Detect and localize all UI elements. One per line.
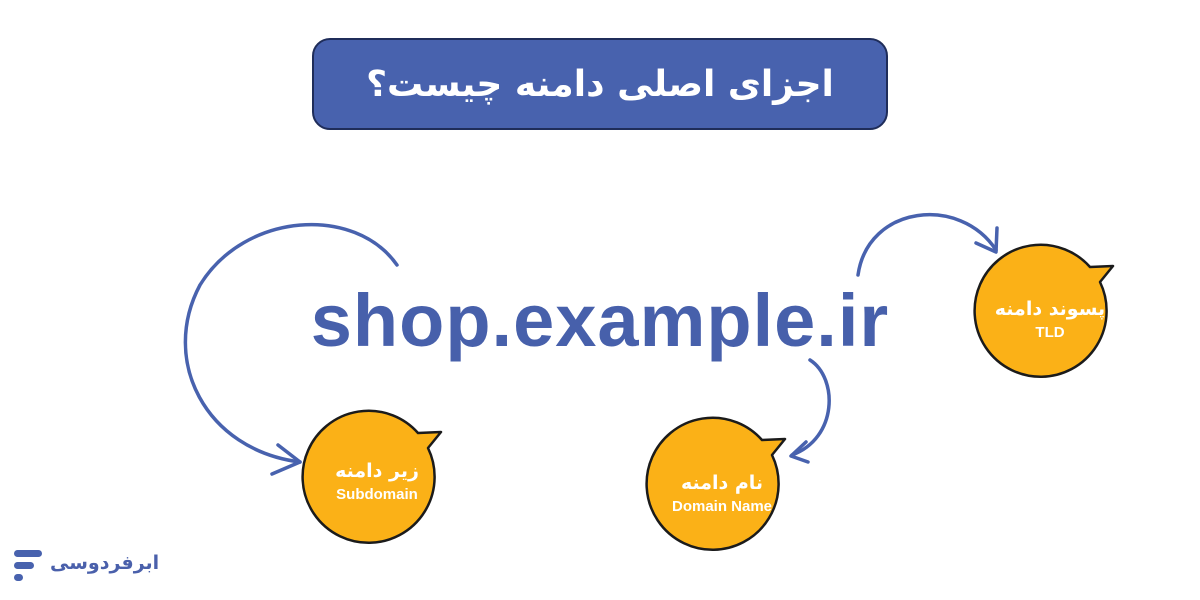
arrowhead-domain-name (789, 440, 810, 464)
arrowhead-tld (974, 226, 999, 254)
bubble-tld (973, 243, 1115, 379)
subdomain-label-en: Subdomain (336, 486, 418, 503)
domain-name-label-group: نام دامنه Domain Name (652, 470, 792, 518)
tld-label-en: TLD (1035, 324, 1065, 341)
arrowhead-subdomain (270, 443, 302, 476)
domain-name-label-en: Domain Name (671, 498, 773, 515)
title-banner: اجزای اصلی دامنه چیست؟ (312, 38, 888, 130)
arrow-to-subdomain (183, 222, 399, 464)
page-title: اجزای اصلی دامنه چیست؟ (366, 63, 834, 105)
brand-name: ابرفردوسی (50, 552, 160, 574)
tld-label-fa: پسوند دامنه (994, 298, 1106, 320)
brand: ابرفردوسی (50, 552, 159, 574)
subdomain-label-group: زیر دامنه Subdomain (308, 458, 446, 506)
bubble-domain-name (645, 416, 787, 552)
bubble-subdomain (301, 409, 443, 545)
domain-example: shop.example.ir (310, 279, 890, 362)
brand-logo-icon (14, 550, 42, 581)
domain-name-label-fa: نام دامنه (680, 472, 764, 494)
arrow-to-domain-name (790, 358, 831, 457)
subdomain-label-fa: زیر دامنه (335, 460, 419, 482)
arrow-to-tld (856, 212, 998, 277)
tld-label-group: پسوند دامنه TLD (980, 296, 1120, 344)
